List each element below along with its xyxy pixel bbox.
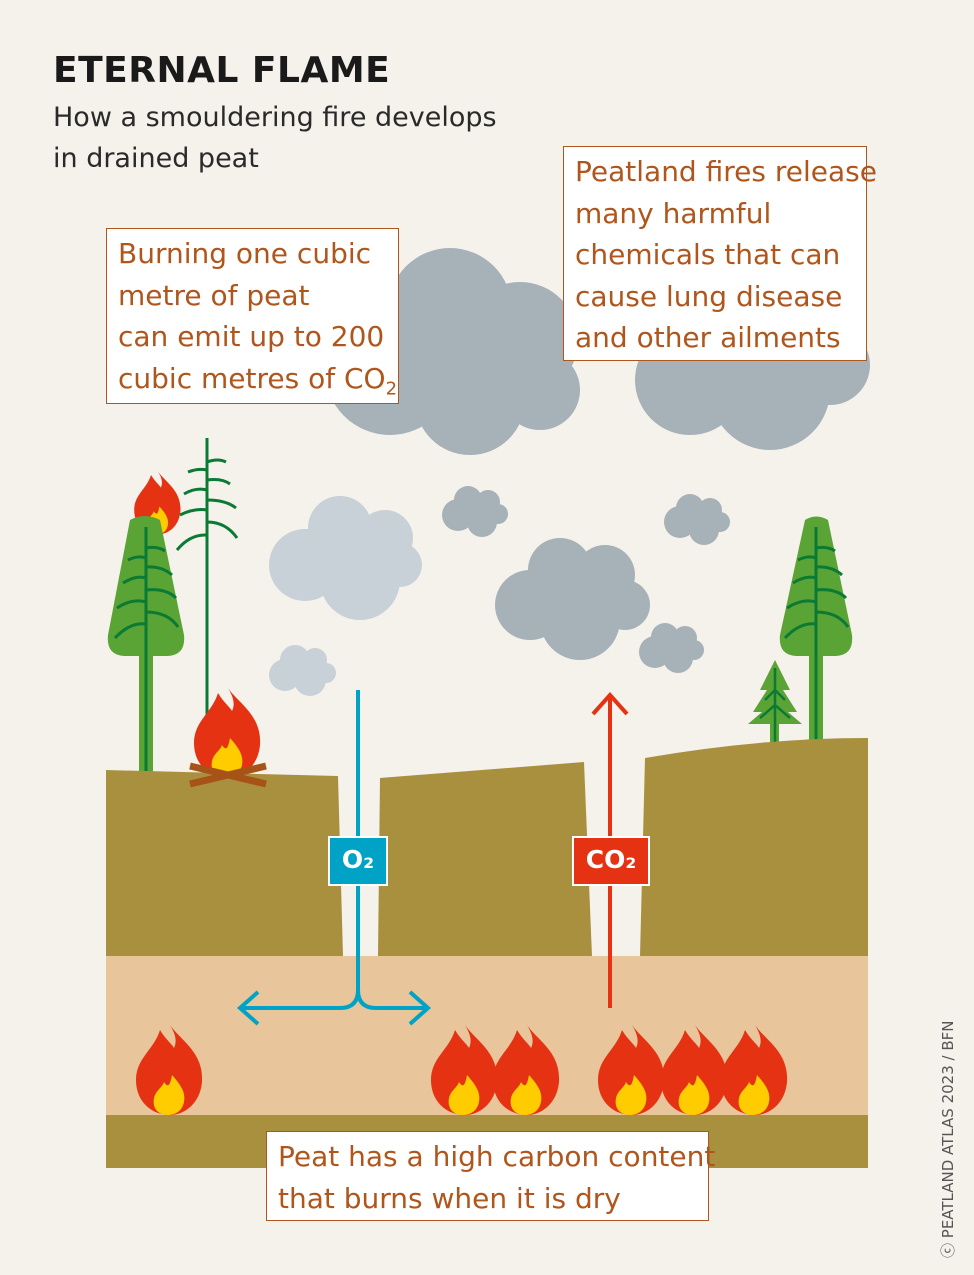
subscript: 2: [385, 378, 398, 400]
callout-line: metre of peat: [118, 278, 310, 312]
callout-carbon: Peat has a high carbon content that burn…: [266, 1131, 716, 1221]
campfire: [189, 688, 267, 788]
burning-tree: [107, 471, 185, 773]
callout-line: cause lung disease: [575, 279, 843, 313]
callout-line: Burning one cubic: [118, 237, 372, 270]
oxygen-label: O₂: [328, 836, 388, 886]
smoke-cloud-small-1: [442, 486, 508, 537]
tree-right: [779, 516, 853, 740]
page-title: ETERNAL FLAME: [53, 50, 391, 91]
smoke-cloud-light: [269, 496, 422, 620]
callout-line: and other ailments: [575, 321, 841, 354]
callout-line: many harmful: [575, 196, 772, 230]
smoke-cloud-small-2: [664, 494, 730, 545]
dead-tree: [175, 438, 239, 720]
smoke-cloud-light-small: [269, 645, 336, 696]
callout-chemicals: Peatland fires release many harmful chem…: [563, 146, 877, 361]
subtitle-line: How a smouldering fire develops: [53, 102, 497, 133]
copyright-credit: ⓒ PEATLAND ATLAS 2023 / BFN: [939, 1020, 957, 1258]
topsoil: [106, 738, 868, 956]
callout-line: can emit up to 200: [118, 320, 385, 353]
callout-line: cubic metres of CO2: [118, 358, 397, 410]
callout-line: Peatland fires release: [575, 155, 877, 188]
smoke-cloud-medium: [495, 538, 650, 660]
callout-co2-emission: Burning one cubic metre of peat can emit…: [106, 228, 399, 404]
callout-text: cubic metres of CO: [118, 361, 386, 395]
callout-line: chemicals that can: [575, 238, 841, 271]
oxygen-flow-arrow: [236, 690, 432, 1026]
page-subtitle: How a smouldering fire develops in drain…: [53, 97, 513, 179]
subtitle-line: in drained peat: [53, 143, 259, 174]
co2-label: CO₂: [572, 836, 650, 886]
smoke-cloud-small-3: [639, 623, 704, 673]
small-tree: [748, 660, 802, 742]
callout-line: Peat has a high carbon content: [278, 1140, 716, 1173]
callout-line: that burns when it is dry: [278, 1181, 621, 1215]
